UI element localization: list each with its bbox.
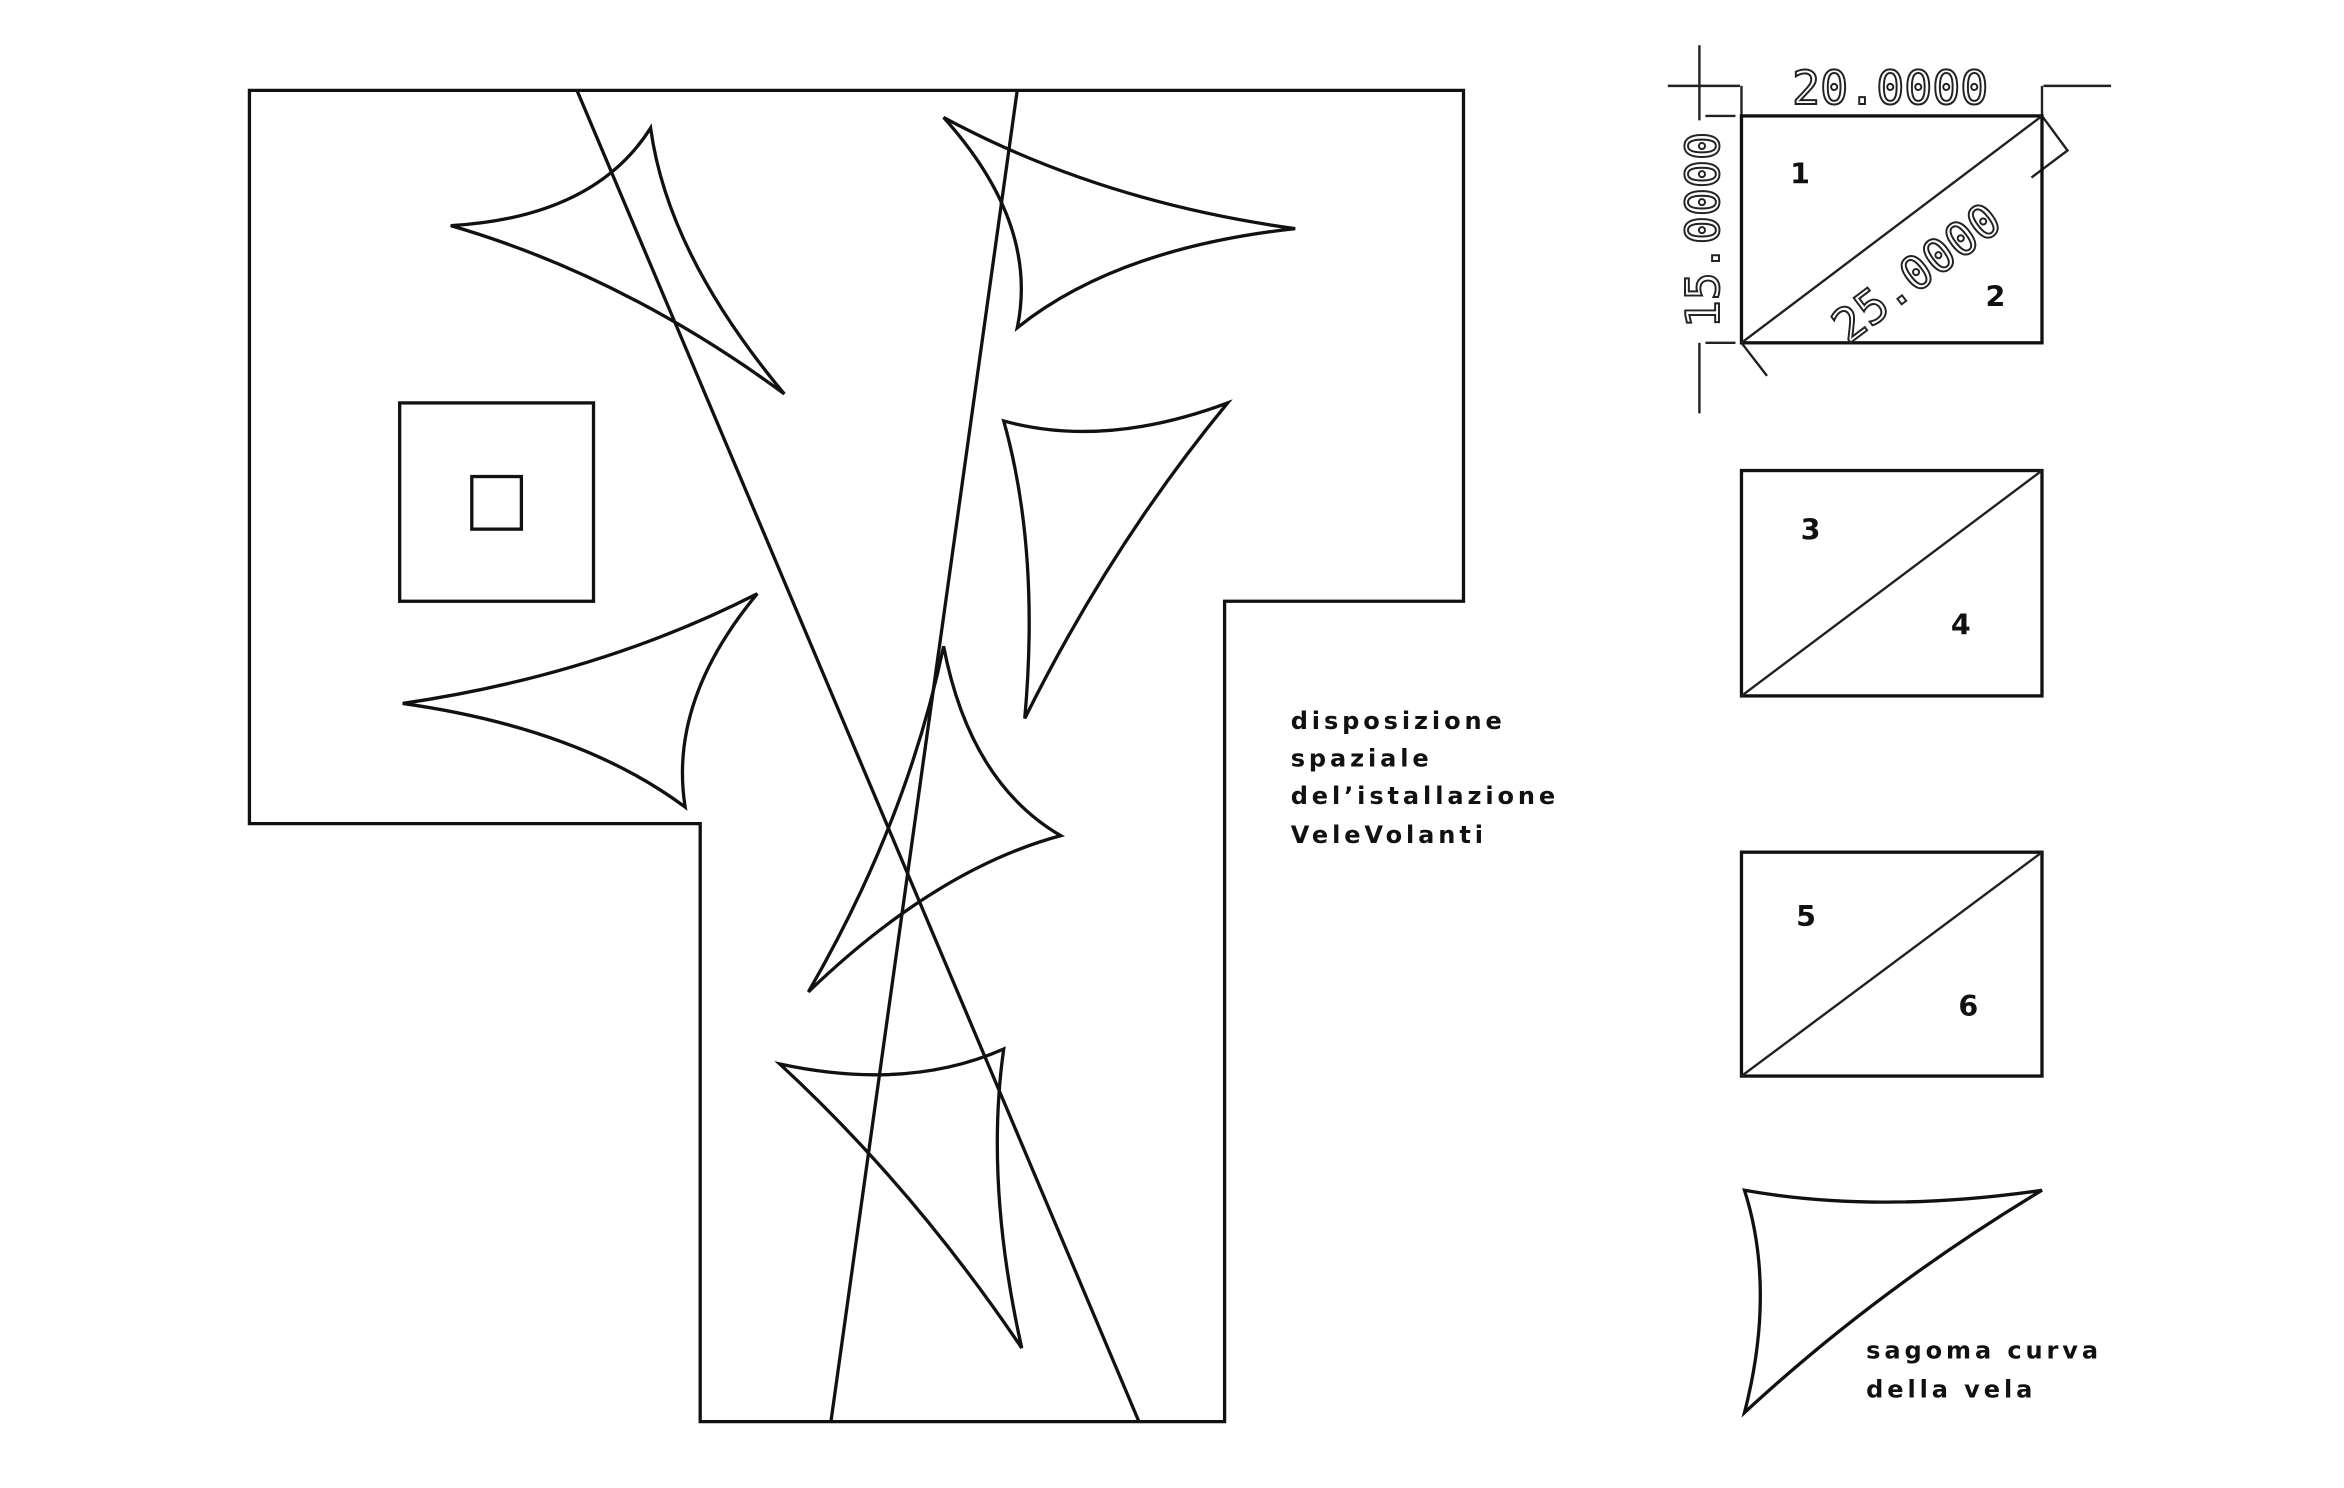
sail-1 [450, 123, 786, 396]
sail-5 [806, 645, 1066, 994]
panel-label-6: 6 [1958, 990, 1978, 1023]
panel-3-4: 3 4 [1739, 468, 2044, 698]
caption-line-3: del’istallazione [1291, 782, 1559, 810]
sail-shape-caption-1: sagoma curva [1866, 1337, 2102, 1365]
sail-shape-caption-2: della vela [1866, 1376, 2036, 1404]
sail-2 [942, 115, 1296, 332]
sails-group [402, 115, 2043, 1418]
panel-label-4: 4 [1951, 608, 1971, 641]
panel-label-2: 2 [1985, 281, 2005, 314]
cable-line-1 [575, 89, 1141, 1423]
sail-3 [1001, 399, 1233, 720]
panel-label-5: 5 [1796, 900, 1816, 933]
caption-line-1: disposizione [1291, 707, 1506, 735]
panel-5-6: 5 6 [1739, 850, 2044, 1078]
caption-line-2: spaziale [1291, 745, 1433, 773]
sail-6 [774, 1046, 1024, 1349]
panel-label-3: 3 [1801, 514, 1821, 547]
caption-line-4: VeleVolanti [1291, 821, 1487, 849]
panel-label-1: 1 [1790, 158, 1810, 191]
cable-line-2 [829, 90, 1019, 1422]
sail-shape-example [1741, 1188, 2043, 1418]
height-dimension: 15.0000 [1676, 132, 1730, 328]
sail-4 [402, 592, 759, 811]
column-outer [398, 401, 596, 603]
column-inner [470, 474, 524, 531]
floor-plan-outline [247, 88, 1466, 1424]
dimensioned-panel: 20.0000 15.0000 25.0000 1 2 [1667, 45, 2112, 414]
diagonal-dimension: 25.0000 [1822, 192, 2011, 353]
width-dimension: 20.0000 [1792, 61, 1988, 115]
